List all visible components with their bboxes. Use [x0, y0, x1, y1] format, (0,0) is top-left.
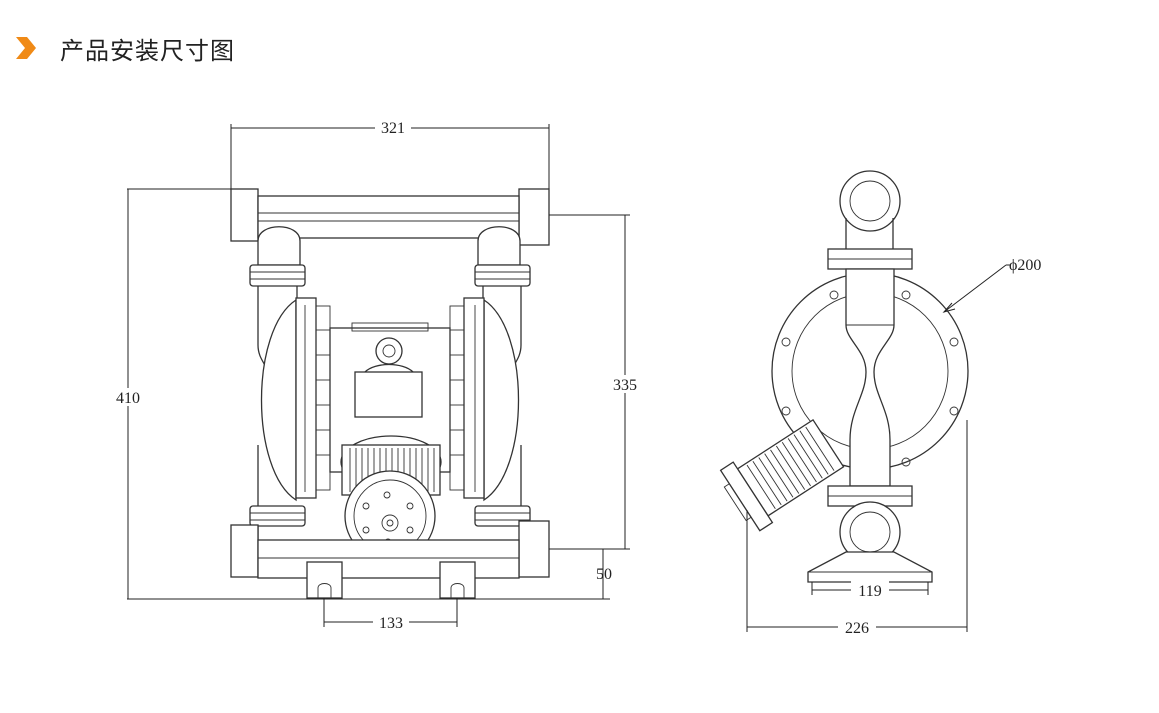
dim-label-226: 226: [845, 620, 869, 637]
dim-label-50: 50: [596, 566, 612, 583]
page-title: 产品安装尺寸图: [60, 36, 235, 65]
front-view-pump: [230, 188, 550, 599]
chevron-right-icon: [16, 37, 36, 59]
side-view-pump: [719, 170, 969, 583]
dim-label-335: 335: [613, 377, 637, 394]
dim-label-321: 321: [381, 120, 405, 137]
dim-label-119: 119: [858, 583, 881, 600]
dim-label-diameter-200: ϕ200: [1009, 257, 1041, 274]
section-header: 产品安装尺寸图: [14, 30, 235, 66]
dim-label-133: 133: [379, 615, 403, 632]
dim-label-410: 410: [116, 390, 140, 407]
